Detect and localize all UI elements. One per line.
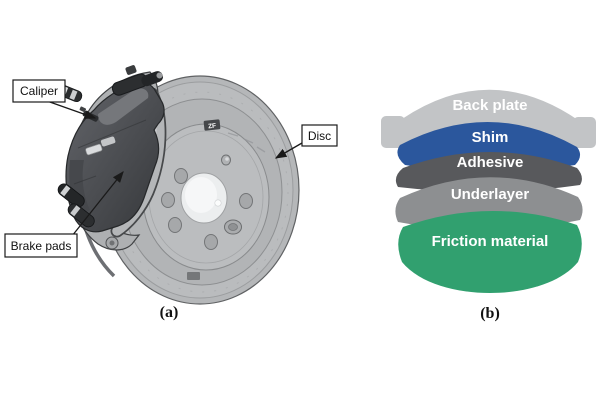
brake-disc: ZF <box>78 75 300 305</box>
adhesive-label: Adhesive <box>457 154 524 171</box>
disc-label-box <box>301 124 338 147</box>
pad-clip-2 <box>100 136 116 147</box>
pad-clip-1 <box>85 143 103 156</box>
brake-hose-fitting <box>111 71 163 96</box>
caliper-ridges <box>73 119 147 185</box>
disc-brand-badge: ZF <box>203 119 221 131</box>
back-plate-left-tab <box>381 116 405 148</box>
disc-set-screw-inner <box>228 223 238 231</box>
panel-a-illustration: ZF <box>4 65 338 321</box>
back-plate-label: Back plate <box>452 97 527 114</box>
disc-locating-hole-highlight <box>225 157 229 161</box>
underlayer-label: Underlayer <box>451 186 530 203</box>
panel-b-caption: (b) <box>480 305 500 322</box>
disc-arrow <box>274 142 303 159</box>
disc-tick-ring <box>115 91 289 293</box>
shim-label: Shim <box>472 129 509 146</box>
disc-lower-marking <box>187 272 200 280</box>
disc-lug-holes <box>161 168 253 250</box>
caliper-top-facet <box>98 88 149 125</box>
brake-pads-arrow <box>71 170 124 237</box>
layer-adhesive <box>395 152 582 193</box>
panel-a: ZF <box>4 65 338 321</box>
layer-friction-material <box>398 210 582 293</box>
disc-brand-text: ZF <box>208 123 217 131</box>
guide-bolt-lower-1 <box>57 183 85 208</box>
panel-a-caption: (a) <box>160 304 179 321</box>
friction-material-label: Friction material <box>432 233 549 250</box>
disc-label: Disc <box>308 129 331 143</box>
hose-nub <box>125 65 137 75</box>
panel-a-annotations: Caliper Disc Brake pads (a) <box>4 79 338 321</box>
panel-b-illustration: Back plate Shim Adhesive Underlayer Fric… <box>381 89 596 322</box>
caliper-arrow <box>46 100 97 119</box>
guide-bolt-lower-2 <box>67 203 95 228</box>
carrier-lug-bolt <box>109 240 115 246</box>
panel-b: Back plate Shim Adhesive Underlayer Fric… <box>355 0 600 400</box>
disc-bore-highlight <box>185 177 217 213</box>
brake-pads-label: Brake pads <box>11 239 72 253</box>
caliper-label: Caliper <box>20 84 58 98</box>
brake-pads-label-box <box>4 233 78 258</box>
caliper-label-box <box>12 79 66 103</box>
disc-pilot-dot <box>214 199 222 207</box>
disc-part-markings <box>227 132 266 153</box>
